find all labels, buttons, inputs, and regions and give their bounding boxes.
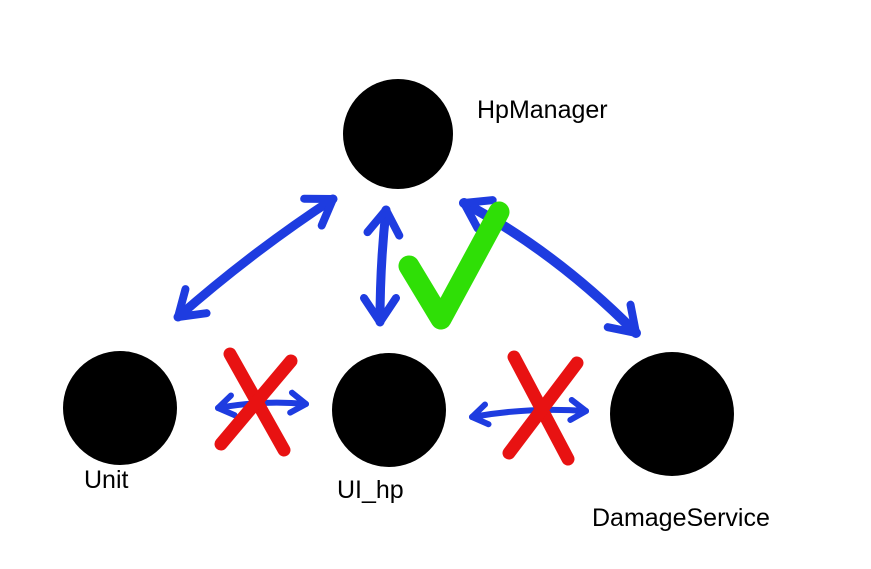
node-label-damageservice: DamageService: [592, 504, 770, 532]
node-unit: [63, 351, 177, 465]
node-label-ui_hp: UI_hp: [337, 476, 404, 504]
cross-icon-uihp-damageservice: [502, 350, 584, 466]
node-hpmanager: [343, 79, 453, 189]
cross-icon-unit-uihp: [214, 347, 298, 457]
node-label-unit: Unit: [84, 466, 129, 494]
node-label-hpmanager: HpManager: [477, 96, 608, 124]
node-damageservice: [610, 352, 734, 476]
edge-uihp-damageservice: [469, 396, 589, 428]
check-icon: [398, 201, 510, 330]
edge-line: [360, 205, 404, 327]
edge-line: [469, 396, 589, 428]
edge-hpmanager-uihp: [360, 205, 404, 327]
node-ui_hp: [332, 353, 446, 467]
edge-line: [173, 194, 338, 322]
edge-hpmanager-unit: [173, 194, 338, 322]
